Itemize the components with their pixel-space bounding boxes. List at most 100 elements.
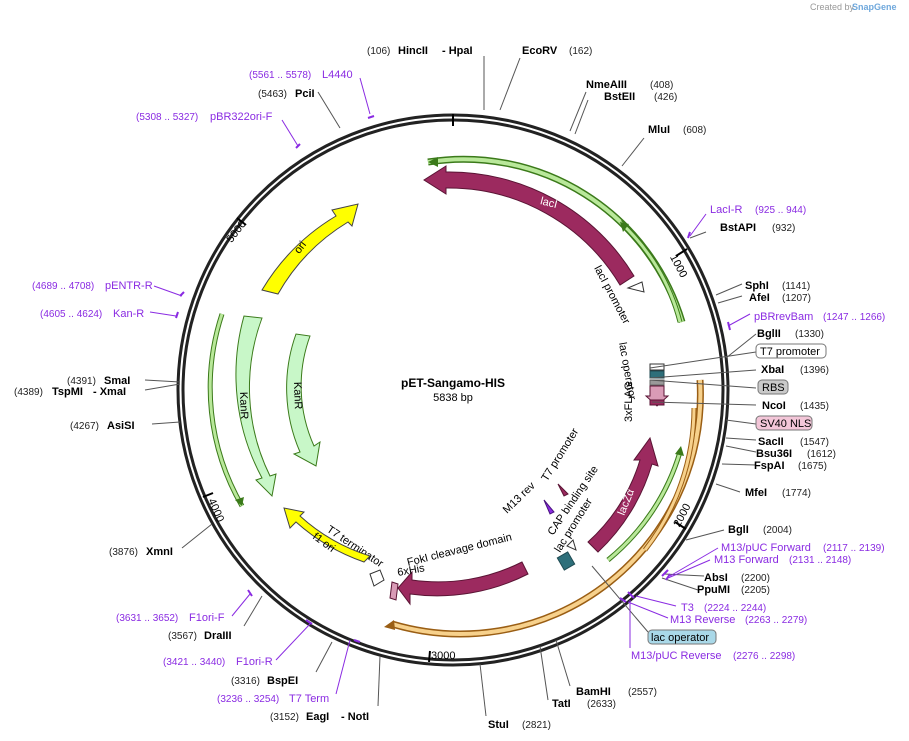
site-pos-asisi: (4267): [70, 421, 99, 432]
primer-pos-m13-puc-reverse: (2276 .. 2298): [733, 651, 795, 662]
site-bstapi[interactable]: BstAPI: [720, 222, 756, 234]
f1-ori-arrow[interactable]: [283, 507, 371, 563]
site-noti[interactable]: - NotI: [341, 711, 369, 723]
site-pos-tati: (2633): [587, 699, 616, 710]
kanr-arrow-inner[interactable]: [286, 333, 321, 467]
green-left-arrowhead: [235, 497, 244, 506]
lac-operator-small-block[interactable]: [556, 551, 576, 571]
t7-promoter-box-label: T7 promoter: [760, 346, 820, 358]
site-pos-nmeaiii: (408): [650, 80, 673, 91]
primer-t3[interactable]: T3: [681, 602, 694, 614]
site-absi[interactable]: AbsI: [704, 572, 728, 584]
tick-3000: 3000: [431, 650, 455, 662]
primer-m13-forward[interactable]: M13 Forward: [714, 554, 779, 566]
site-tspmi[interactable]: TspMI: [52, 386, 83, 398]
site-mlui[interactable]: MluI: [648, 124, 670, 136]
primer-pbrrevbam[interactable]: pBRrevBam: [754, 311, 813, 323]
plasmid-name: pET-Sangamo-HIS: [401, 376, 505, 390]
t7-promoter-small-arrow[interactable]: [557, 483, 569, 497]
site-xmni[interactable]: XmnI: [146, 546, 173, 558]
site-stui[interactable]: StuI: [488, 719, 509, 731]
lacZa-orange-arrowhead: [384, 620, 395, 630]
site-pos-ncoi: (1435): [800, 401, 829, 412]
site-labels: (106) HincII - HpaI EcoRV (162) NmeAIII …: [14, 45, 836, 731]
primer-pbr322ori-f[interactable]: pBR322ori-F: [210, 111, 273, 123]
primer-pos-l4440: (5561 .. 5578): [249, 70, 311, 81]
lacI-arrow[interactable]: [423, 165, 635, 286]
primer-f1ori-r[interactable]: F1ori-R: [236, 656, 273, 668]
credit-text: Created by: [810, 2, 855, 12]
site-pos-sacii: (1547): [800, 437, 829, 448]
site-afei[interactable]: AfeI: [749, 292, 770, 304]
kanr-arrow-outer[interactable]: [235, 315, 277, 498]
site-xbai[interactable]: XbaI: [761, 364, 784, 376]
site-pos-pcii: (5463): [258, 89, 287, 100]
lac-promoter-small-arrow[interactable]: [566, 539, 577, 551]
primer-m13-puc-forward[interactable]: M13/pUC Forward: [721, 542, 811, 554]
primer-pos-m13-puc-forward: (2117 .. 2139): [823, 543, 885, 554]
site-pos-fspai: (1675): [798, 461, 827, 472]
primer-laci-r[interactable]: LacI-R: [710, 204, 742, 216]
primer-f1ori-f[interactable]: F1ori-F: [189, 612, 225, 624]
site-bsteii[interactable]: BstEII: [604, 91, 635, 103]
site-pos-xbai: (1396): [800, 365, 829, 376]
primer-m13-puc-reverse[interactable]: M13/pUC Reverse: [631, 650, 721, 662]
backbone-inner: [181, 118, 725, 662]
site-fspai[interactable]: FspAI: [754, 460, 785, 472]
primer-labels: (5561 .. 5578) L4440 (5308 .. 5327) pBR3…: [32, 69, 885, 705]
site-ppumi[interactable]: PpuMI: [697, 584, 730, 596]
site-pos-draiii: (3567): [168, 631, 197, 642]
site-mfei[interactable]: MfeI: [745, 487, 767, 499]
site-nmeaiii[interactable]: NmeAIII: [586, 79, 627, 91]
primer-marks: [175, 115, 731, 643]
site-sacii[interactable]: SacII: [758, 436, 784, 448]
site-asisi[interactable]: AsiSI: [107, 420, 135, 432]
site-bamhi[interactable]: BamHI: [576, 686, 611, 698]
site-sphi[interactable]: SphI: [745, 280, 769, 292]
site-bsu36i[interactable]: Bsu36I: [756, 448, 792, 460]
sv40-nls-box[interactable]: [755, 415, 813, 431]
site-bgli[interactable]: BglI: [728, 524, 749, 536]
t7-promoter-box[interactable]: [755, 343, 827, 359]
site-pos-absi: (2200): [741, 573, 770, 584]
promoter-inner-arrowhead: [620, 222, 629, 232]
primer-pos-pentr-r: (4689 .. 4708): [32, 281, 94, 292]
primer-pos-t3: (2224 .. 2244): [704, 603, 766, 614]
lacZa-arrow[interactable]: [587, 436, 659, 553]
primer-pos-pbr322ori-f: (5308 .. 5327): [136, 112, 198, 123]
t7-terminator-arrow[interactable]: [369, 569, 385, 587]
site-hpai[interactable]: - HpaI: [442, 45, 473, 57]
site-pcii[interactable]: PciI: [295, 88, 315, 100]
m13-rev-small-arrow[interactable]: [543, 499, 555, 515]
lac-operator-box[interactable]: [647, 629, 717, 645]
site-xmai[interactable]: - XmaI: [93, 386, 126, 398]
site-tati[interactable]: TatI: [552, 698, 571, 710]
primer-l4440[interactable]: L4440: [322, 69, 353, 81]
rbs-mark[interactable]: [649, 379, 665, 386]
site-bspei[interactable]: BspEI: [267, 675, 298, 687]
rbs-box[interactable]: [757, 379, 789, 395]
lac-operator-mark[interactable]: [649, 370, 665, 379]
ori-arrow[interactable]: [261, 203, 359, 295]
site-ncoi[interactable]: NcoI: [762, 400, 786, 412]
his-tag[interactable]: [389, 581, 399, 601]
primer-m13-reverse[interactable]: M13 Reverse: [670, 614, 735, 626]
site-draiii[interactable]: DraIII: [204, 630, 232, 642]
site-pos-hincii: (106): [367, 46, 390, 57]
lac-operator-box-label: lac operator: [651, 632, 709, 644]
site-ecorv[interactable]: EcoRV: [522, 45, 558, 57]
primer-pentr-r[interactable]: pENTR-R: [105, 280, 153, 292]
site-pos-bgli: (2004): [763, 525, 792, 536]
site-smai[interactable]: SmaI: [104, 375, 130, 387]
primer-kan-r[interactable]: Kan-R: [113, 308, 144, 320]
plasmid-size: 5838 bp: [433, 392, 473, 404]
sv40-nls-box-label: SV40 NLS: [760, 418, 811, 430]
site-pos-bstapi: (932): [772, 223, 795, 234]
lacI-promoter-arrow[interactable]: [626, 281, 645, 293]
site-hincii[interactable]: HincII: [398, 45, 428, 57]
site-bglii-1330[interactable]: BglII: [757, 328, 781, 340]
green-lower-arrowhead: [675, 446, 684, 456]
site-leader-lines: [144, 56, 757, 717]
primer-t7-term[interactable]: T7 Term: [289, 693, 329, 705]
site-eagi[interactable]: EagI: [306, 711, 329, 723]
